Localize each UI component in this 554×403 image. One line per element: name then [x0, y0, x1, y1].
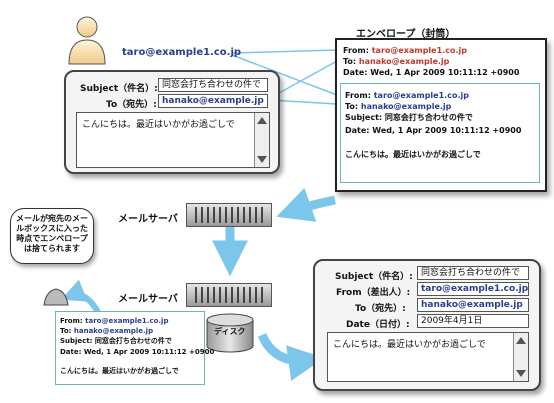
- letter-from: From: taro@example1.co.jp: [345, 90, 469, 101]
- received-scrollbar[interactable]: [513, 333, 528, 381]
- to-field[interactable]: hanako@example.jp: [158, 94, 268, 108]
- letter-from-prefix: From:: [345, 91, 374, 100]
- received-body-textarea[interactable]: こんにちは。最近はいかがお過ごしで: [327, 332, 529, 382]
- received-date-label: Date（日付）:: [346, 320, 410, 330]
- stored-from: From: taro@example1.co.jp: [60, 317, 168, 326]
- received-subject-label: Subject（件名）:: [335, 272, 413, 282]
- stored-from-value: taro@example1.co.jp: [85, 317, 169, 325]
- compose-window: Subject（件名）: 同窓会打ち合わせの件で To（宛先）: hanako@…: [64, 70, 280, 174]
- received-subject-field[interactable]: 同窓会打ち合わせの件で: [417, 266, 529, 280]
- link-line: [231, 49, 338, 54]
- envelope-to-prefix: To:: [343, 57, 359, 66]
- received-to-label: To（宛先）:: [355, 304, 406, 314]
- flow-arrow: [276, 187, 336, 222]
- received-from-label: From（差出人）:: [336, 288, 411, 298]
- received-from-field[interactable]: taro@example1.co.jp: [417, 282, 529, 296]
- received-body-text: こんにちは。最近はいかがお過ごしで: [333, 340, 486, 350]
- flow-arrow: [61, 279, 101, 314]
- scroll-up-icon[interactable]: [257, 117, 267, 124]
- letter-to-prefix: To:: [345, 102, 361, 111]
- mail-server-label-2: メールサーバ: [118, 294, 178, 305]
- letter-subject: Subject: 同窓会打ち合わせの件で: [345, 113, 473, 122]
- letter-to-value: hanako@example.jp: [360, 102, 452, 111]
- scrollbar[interactable]: [254, 113, 269, 167]
- subject-label: Subject（件名）:: [80, 84, 158, 94]
- envelope-date: Date: Wed, 1 Apr 2009 10:11:12 +0900: [343, 68, 520, 77]
- link-line: [231, 54, 338, 96]
- scroll-down-icon[interactable]: [516, 370, 526, 377]
- received-date-field[interactable]: 2009年4月1日: [417, 314, 529, 328]
- mail-server-label-1: メールサーバ: [118, 214, 178, 225]
- link-line: [269, 60, 338, 99]
- letter-to: To: hanako@example.jp: [345, 101, 451, 112]
- person-icon: [68, 16, 106, 65]
- stored-subject: Subject: 同窓会打ち合わせの件で: [60, 337, 172, 345]
- letter: From: taro@example1.co.jp To: hanako@exa…: [340, 83, 540, 183]
- disk-label: ディスク: [214, 327, 246, 336]
- scroll-down-icon[interactable]: [257, 156, 267, 163]
- letter-body: こんにちは。最近はいかがお過ごしで: [345, 150, 481, 159]
- stored-date: Date: Wed, 1 Apr 2009 10:11:12 +0900: [60, 348, 215, 356]
- disk-icon: [206, 313, 254, 353]
- body-textarea[interactable]: こんにちは。最近はいかがお過ごしで: [76, 112, 270, 168]
- mail-server-1: [186, 203, 272, 227]
- flow-arrow: [257, 332, 325, 381]
- note-bubble: メールが宛先のメールボックスに入った時点でエンベロープは捨てられます: [10, 208, 94, 264]
- envelope-to: To: hanako@example.jp: [343, 56, 449, 67]
- stored-to: To: hanako@example.jp: [60, 327, 153, 336]
- link-line: [269, 99, 338, 105]
- envelope-from-prefix: From:: [343, 46, 372, 55]
- stored-to-prefix: To:: [60, 327, 74, 335]
- mail-server-2: [186, 283, 272, 307]
- stored-to-value: hanako@example.jp: [73, 327, 154, 335]
- letter-date: Date: Wed, 1 Apr 2009 10:11:12 +0900: [345, 126, 522, 135]
- stored-letter: From: taro@example1.co.jp To: hanako@exa…: [55, 311, 214, 385]
- body-text: こんにちは。最近はいかがお過ごしで: [82, 120, 235, 130]
- received-window: Subject（件名）: 同窓会打ち合わせの件で From（差出人）: taro…: [313, 259, 541, 391]
- envelope-from-value: taro@example1.co.jp: [371, 46, 467, 55]
- envelope-title: エンベロープ（封筒）: [356, 29, 456, 40]
- envelope-to-value: hanako@example.jp: [358, 57, 450, 66]
- sender-address: taro@example1.co.jp: [122, 47, 242, 58]
- envelope: From: taro@example1.co.jp To: hanako@exa…: [335, 38, 547, 192]
- received-to-field[interactable]: hanako@example.jp: [417, 298, 529, 312]
- scroll-up-icon[interactable]: [516, 337, 526, 344]
- envelope-from: From: taro@example1.co.jp: [343, 45, 467, 56]
- stored-from-prefix: From:: [60, 317, 86, 325]
- discard-icon: [43, 288, 69, 306]
- letter-from-value: taro@example1.co.jp: [373, 91, 469, 100]
- subject-field[interactable]: 同窓会打ち合わせの件で: [158, 78, 268, 92]
- to-label: To（宛先）:: [106, 100, 157, 110]
- stored-body: こんにちは。最近はいかがお過ごしで: [60, 367, 179, 375]
